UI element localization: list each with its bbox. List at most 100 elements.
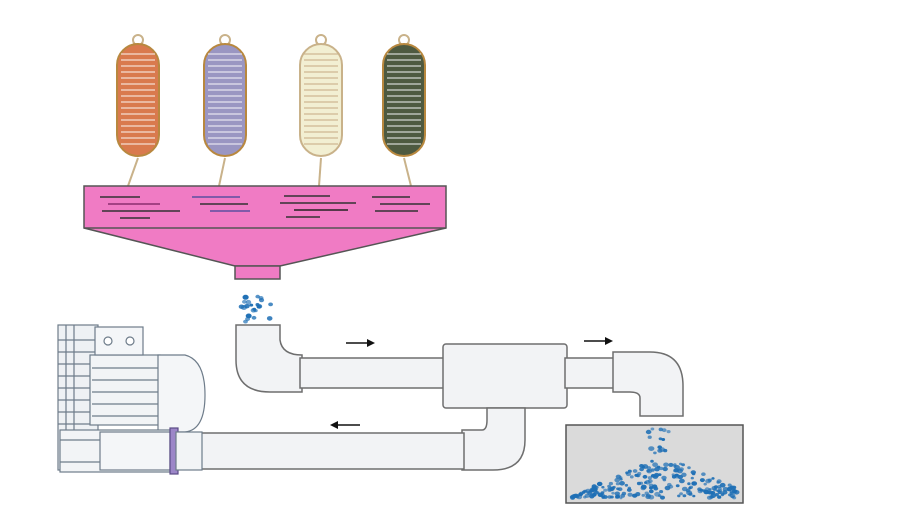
pellet [685, 488, 691, 493]
collected-pellets [569, 427, 740, 500]
pellet [654, 491, 661, 497]
pellet [573, 494, 578, 498]
pellet [675, 484, 680, 488]
filter-bag-cream [299, 43, 343, 157]
pellet [615, 482, 620, 486]
hopper-dust-lines [100, 195, 430, 219]
pellet [682, 494, 687, 498]
pellet [585, 488, 591, 494]
pellet [647, 476, 653, 480]
pellet [251, 315, 257, 320]
pellet [625, 472, 632, 477]
inlet-horizontal-pipe [299, 357, 446, 389]
pellet [658, 437, 663, 441]
pellet [645, 429, 652, 435]
pellet [242, 299, 247, 304]
pellet [653, 486, 659, 491]
pellet [697, 487, 702, 492]
pellet [619, 481, 625, 486]
pellet [711, 477, 715, 480]
pipe-system [199, 324, 684, 471]
pellet [679, 492, 683, 496]
pellet [639, 467, 644, 472]
pellet [607, 495, 612, 499]
inlet-elbow-pipe [235, 324, 303, 393]
pellet [614, 495, 620, 499]
pellet [708, 490, 714, 495]
hopper-outlet [234, 265, 281, 280]
pellet [650, 427, 655, 431]
filter-bag [203, 34, 247, 187]
pellet [650, 474, 656, 478]
return-elbow-pipe [461, 407, 526, 471]
pellet [646, 469, 651, 473]
pellet [688, 486, 692, 490]
pellet [641, 493, 646, 497]
pellet [642, 474, 648, 479]
pellet [268, 302, 273, 307]
pellet [250, 308, 257, 313]
arrow-flow-1 [346, 339, 375, 347]
pellet [721, 492, 725, 496]
pellet [635, 473, 641, 478]
pellet [703, 482, 707, 486]
pellet [619, 496, 623, 500]
collection-bin [565, 424, 744, 504]
pellet [617, 487, 623, 492]
pellet [611, 491, 615, 495]
pellet [710, 493, 716, 498]
return-horizontal-pipe [199, 432, 465, 470]
pellet [652, 462, 658, 468]
pellet [596, 491, 600, 495]
pellet [608, 481, 614, 486]
terminal-box [94, 326, 144, 356]
pellet [249, 303, 254, 307]
filter-bag [382, 34, 426, 187]
pellet [258, 298, 265, 303]
pellet [645, 493, 651, 498]
pellet [687, 482, 691, 486]
pellet [621, 491, 627, 496]
flow-arrows [330, 337, 613, 429]
pellet [679, 478, 685, 484]
filter-bag-lavender [203, 43, 247, 157]
pellet [719, 482, 726, 488]
pellet [677, 494, 681, 498]
pellet [646, 466, 652, 470]
pellet [692, 494, 696, 498]
pellet [635, 492, 641, 497]
pellet [582, 489, 587, 493]
pellet [266, 316, 273, 321]
pellet [681, 463, 685, 467]
pellet [681, 472, 687, 477]
outlet-elbow-pipe [612, 351, 684, 417]
pellet [705, 478, 711, 484]
pellet [699, 478, 705, 483]
pellet [636, 481, 642, 486]
pellet [238, 304, 245, 309]
pellet [711, 486, 717, 491]
pellet [722, 487, 729, 492]
pellet [653, 451, 657, 455]
pellet [674, 474, 680, 479]
pellet [584, 493, 590, 498]
pellet [731, 488, 736, 492]
pellet [676, 468, 683, 474]
filter-bag [299, 34, 343, 187]
pellet [647, 435, 652, 439]
pellet [591, 486, 597, 491]
pellet [666, 430, 671, 434]
pellet [661, 428, 667, 433]
pellet [691, 481, 698, 486]
pellet [644, 481, 648, 484]
pellet [661, 438, 666, 441]
pellet [673, 465, 677, 468]
pellet [245, 313, 252, 319]
pellet [596, 481, 603, 487]
pellet [663, 462, 669, 467]
pellet [659, 490, 664, 494]
pellet [654, 466, 660, 472]
pellet [690, 470, 696, 475]
arrow-flow-3 [330, 421, 360, 429]
